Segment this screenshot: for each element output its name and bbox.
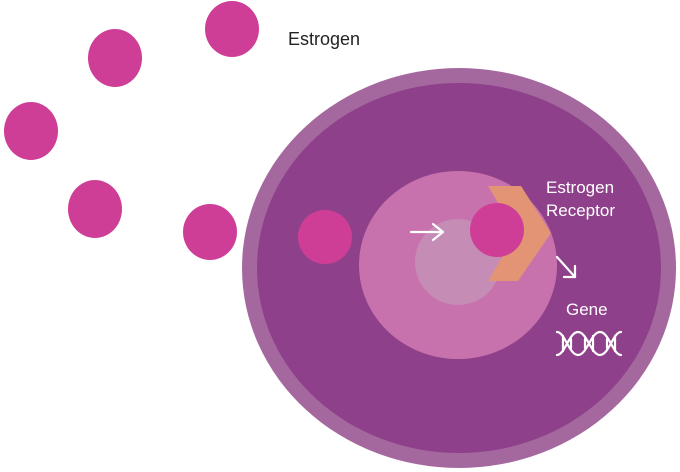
gene-label: Gene <box>566 300 608 319</box>
estrogen-molecule <box>205 1 259 57</box>
diagonal-arrow-icon <box>555 255 577 279</box>
free-estrogen-molecules <box>4 1 259 260</box>
right-arrow-icon <box>409 222 445 242</box>
estrogen-receptor-label: Estrogen Receptor <box>546 176 615 222</box>
estrogen-receptor-label-line1: Estrogen <box>546 178 615 197</box>
estrogen-molecule <box>183 204 237 260</box>
estrogen-molecule-cytoplasm <box>298 210 352 264</box>
estrogen-molecule <box>68 180 122 238</box>
estrogen-receptor-label-line2: Receptor <box>546 201 615 220</box>
estrogen-label: Estrogen <box>288 29 361 49</box>
estrogen-molecule <box>88 29 142 87</box>
estrogen-molecule-bound <box>470 203 524 257</box>
dna-icon <box>555 330 623 357</box>
estrogen-molecule <box>4 102 58 160</box>
